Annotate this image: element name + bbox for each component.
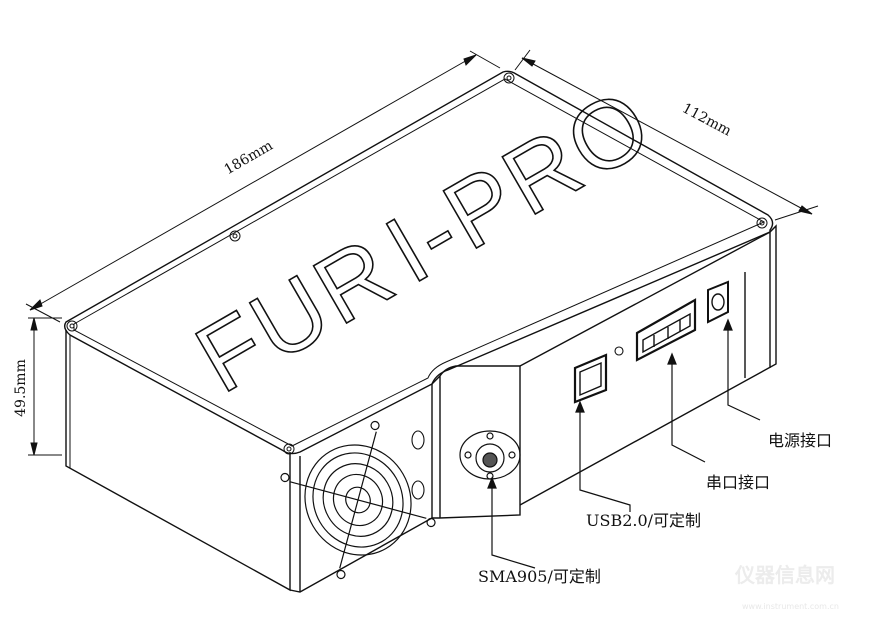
serial-label: 串口接口 xyxy=(706,473,771,492)
led-icon xyxy=(614,346,624,356)
callout-arrows xyxy=(487,318,761,569)
usb-label: USB2.0/可定制 xyxy=(586,511,702,530)
watermark-logo: 仪器信息网 xyxy=(735,563,835,587)
left-side xyxy=(65,330,291,592)
top-face xyxy=(63,70,774,455)
connector-face xyxy=(519,224,777,506)
sma-face xyxy=(431,365,521,519)
sma-connector-icon xyxy=(459,430,521,480)
height-dimension: 49.5mm xyxy=(12,359,29,417)
watermark-url: www.instrument.com.cn xyxy=(742,602,839,611)
serial-port-icon xyxy=(635,298,697,362)
sma-label: SMA905/可定制 xyxy=(478,567,601,586)
dimension-lines xyxy=(25,49,819,456)
fan-icon xyxy=(280,420,436,580)
power-port-icon xyxy=(707,280,729,324)
mount-hole-icons xyxy=(411,430,425,500)
screw-icons xyxy=(66,72,768,455)
power-label: 电源接口 xyxy=(768,431,833,450)
usb-port-icon xyxy=(573,353,608,404)
top-face-inner-edge xyxy=(73,78,766,447)
